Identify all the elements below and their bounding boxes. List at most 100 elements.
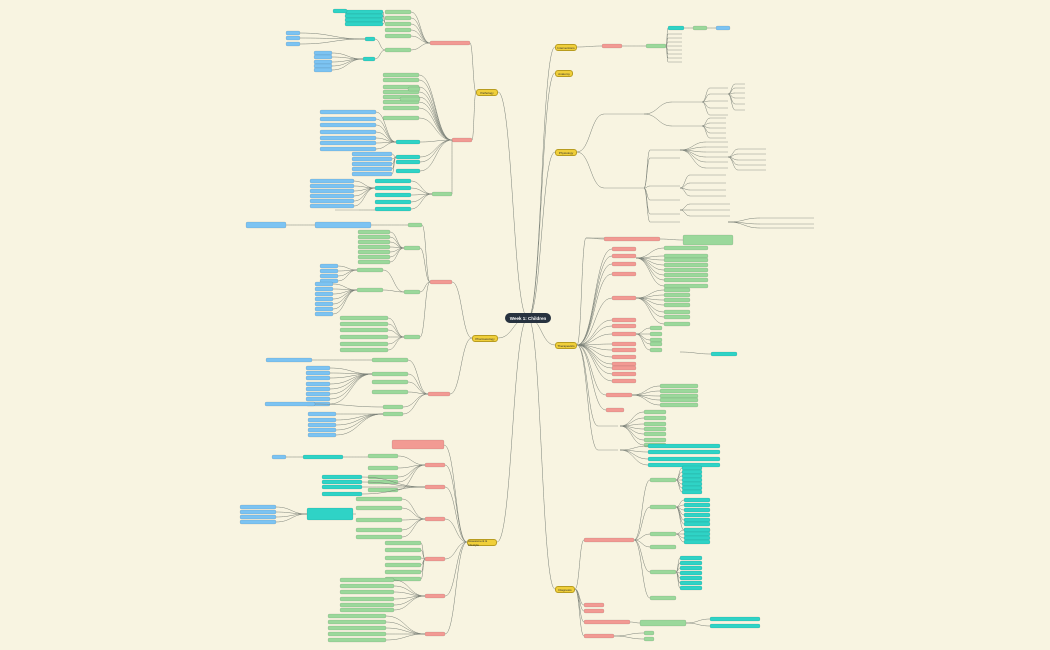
node-79[interactable] <box>319 268 339 274</box>
node-61[interactable] <box>429 279 453 285</box>
node-3[interactable] <box>384 15 412 21</box>
node-76[interactable] <box>356 267 384 273</box>
node-143[interactable] <box>239 519 277 525</box>
node-138[interactable] <box>355 534 403 540</box>
node-47[interactable] <box>351 166 393 172</box>
node-31[interactable] <box>407 86 421 92</box>
node-198[interactable] <box>649 325 663 331</box>
node-213[interactable] <box>643 421 667 427</box>
node-153[interactable] <box>339 596 395 602</box>
node-105[interactable] <box>305 391 331 397</box>
node-244[interactable] <box>683 531 711 537</box>
node-100[interactable] <box>305 365 331 371</box>
node-171[interactable] <box>611 271 637 277</box>
node-135[interactable] <box>355 505 403 511</box>
node-43[interactable] <box>319 146 377 152</box>
node-116[interactable] <box>391 439 445 450</box>
node-211[interactable] <box>643 409 667 415</box>
node-68[interactable] <box>403 334 421 340</box>
node-146[interactable] <box>384 555 422 561</box>
node-4[interactable] <box>384 21 412 27</box>
node-259[interactable] <box>709 623 761 629</box>
node-53[interactable] <box>374 199 412 205</box>
node-131[interactable] <box>321 479 363 485</box>
node-252[interactable] <box>679 580 703 586</box>
node-124[interactable] <box>367 465 399 471</box>
node-44[interactable] <box>351 151 393 157</box>
node-240[interactable] <box>683 517 711 523</box>
node-182[interactable] <box>611 378 637 384</box>
node-108[interactable] <box>382 404 404 410</box>
node-199[interactable] <box>649 331 663 337</box>
node-226[interactable] <box>649 544 677 550</box>
node-22[interactable] <box>313 67 333 73</box>
node-260[interactable] <box>583 633 615 639</box>
node-98[interactable] <box>371 389 409 395</box>
node-249[interactable] <box>679 565 703 571</box>
node-32[interactable] <box>399 96 421 102</box>
node-132[interactable] <box>321 484 363 490</box>
node-172[interactable] <box>611 295 637 301</box>
node-74[interactable] <box>357 254 391 260</box>
topic-assessment[interactable]: Assessment & Lifestyle <box>467 539 497 547</box>
node-1[interactable] <box>451 137 473 143</box>
node-16[interactable] <box>285 41 301 47</box>
node-45[interactable] <box>351 156 393 162</box>
node-165[interactable] <box>715 25 731 31</box>
node-37[interactable] <box>319 109 377 115</box>
topic-therapeutics[interactable]: Therapeutics <box>555 342 577 349</box>
node-18[interactable] <box>313 50 333 56</box>
node-115[interactable] <box>307 432 337 438</box>
node-86[interactable] <box>314 301 334 307</box>
node-78[interactable] <box>319 263 339 269</box>
node-186[interactable] <box>663 262 709 268</box>
node-261[interactable] <box>643 630 655 636</box>
node-154[interactable] <box>339 602 395 608</box>
node-196[interactable] <box>663 314 691 320</box>
node-118[interactable] <box>424 484 446 490</box>
node-91[interactable] <box>339 327 389 333</box>
node-87[interactable] <box>314 306 334 312</box>
node-114[interactable] <box>307 427 337 433</box>
node-162[interactable] <box>645 43 667 49</box>
node-73[interactable] <box>357 249 391 255</box>
node-7[interactable] <box>384 47 412 53</box>
node-109[interactable] <box>382 411 404 417</box>
node-169[interactable] <box>611 253 637 259</box>
node-136[interactable] <box>355 517 403 523</box>
node-193[interactable] <box>663 297 691 303</box>
node-133[interactable] <box>321 491 363 497</box>
node-262[interactable] <box>643 636 655 642</box>
node-50[interactable] <box>374 178 412 184</box>
node-0[interactable] <box>429 40 471 46</box>
node-230[interactable] <box>681 469 703 475</box>
node-13[interactable] <box>364 36 376 42</box>
node-10[interactable] <box>344 17 384 23</box>
node-231[interactable] <box>681 473 703 479</box>
node-160[interactable] <box>327 637 387 643</box>
node-15[interactable] <box>285 35 301 41</box>
node-117[interactable] <box>424 462 446 468</box>
node-23[interactable] <box>382 72 420 78</box>
node-40[interactable] <box>319 129 377 135</box>
node-236[interactable] <box>683 497 711 503</box>
node-82[interactable] <box>314 281 334 287</box>
node-99[interactable] <box>265 357 313 363</box>
node-80[interactable] <box>319 273 339 279</box>
node-235[interactable] <box>681 489 703 495</box>
node-5[interactable] <box>384 27 412 33</box>
node-110[interactable] <box>264 401 316 407</box>
node-238[interactable] <box>683 507 711 513</box>
topic-physiology[interactable]: Physiology <box>555 149 577 156</box>
node-51[interactable] <box>374 185 412 191</box>
node-194[interactable] <box>663 302 691 308</box>
node-181[interactable] <box>611 371 637 377</box>
node-257[interactable] <box>639 619 687 627</box>
node-113[interactable] <box>307 422 337 428</box>
node-209[interactable] <box>659 402 699 408</box>
node-195[interactable] <box>663 309 691 315</box>
node-127[interactable] <box>367 487 399 493</box>
node-218[interactable] <box>647 443 721 449</box>
node-8[interactable] <box>344 9 384 15</box>
node-227[interactable] <box>649 569 677 575</box>
